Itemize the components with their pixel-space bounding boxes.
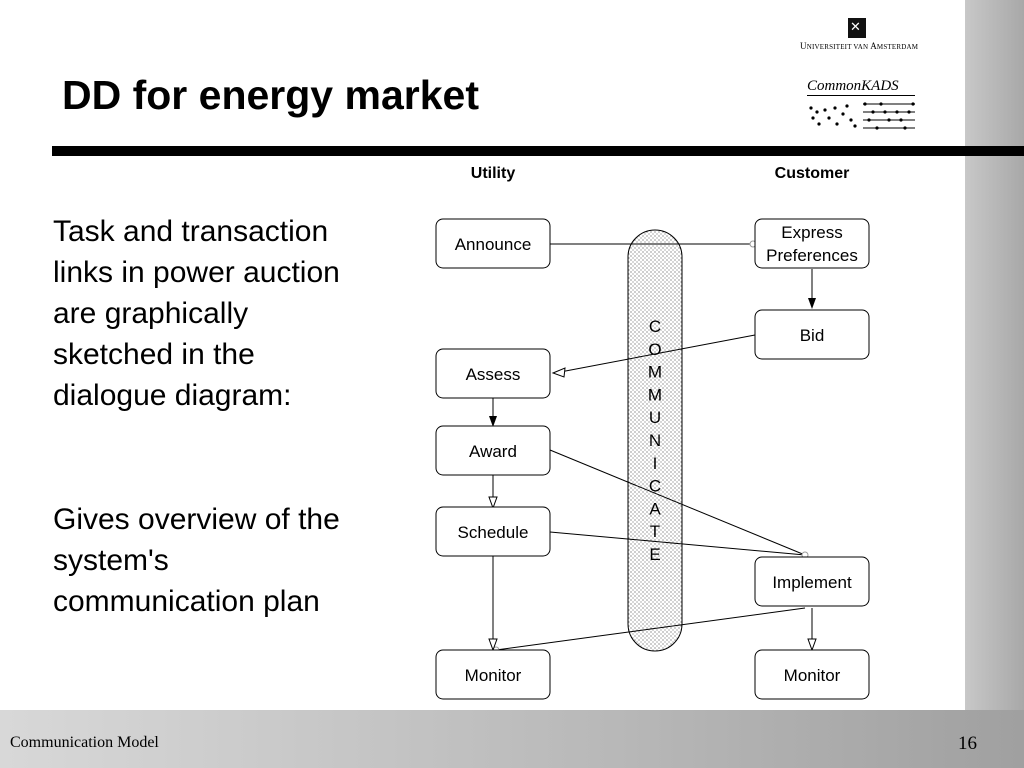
- svg-text:Announce: Announce: [455, 235, 532, 254]
- communicate-letter: T: [650, 522, 660, 541]
- footer-bar: [0, 710, 1024, 768]
- communicate-letter: C: [649, 317, 661, 336]
- svg-text:Monitor: Monitor: [465, 666, 522, 685]
- task-link-arrowhead: [488, 496, 498, 510]
- commonkads-logo: CommonKADS: [805, 78, 920, 134]
- task-node-announce: Announce: [435, 218, 551, 269]
- body-paragraph-1: Task and transaction links in power auct…: [53, 215, 340, 412]
- communicate-letter: M: [648, 363, 662, 382]
- column-header-customer: Customer: [775, 165, 850, 182]
- university-logo: UNIVERSITEIT VAN AMSTERDAM: [800, 18, 919, 54]
- university-name: UNIVERSITEIT VAN AMSTERDAM: [800, 41, 919, 51]
- task-node-express-preferences: Express Preferences: [754, 218, 870, 269]
- communicate-letter: E: [649, 545, 660, 564]
- communicate-letter: I: [653, 454, 658, 473]
- title-divider: [52, 146, 1024, 156]
- svg-text:Award: Award: [469, 442, 517, 461]
- side-decoration-strip: [965, 0, 1024, 768]
- commonkads-graphic-icon: [809, 102, 915, 130]
- communicate-letter: C: [649, 477, 661, 496]
- task-node-monitor-utility: Monitor: [435, 649, 551, 700]
- transaction-arrowhead: [551, 367, 566, 378]
- task-node-schedule: Schedule: [435, 506, 551, 557]
- task-node-monitor-customer: Monitor: [754, 649, 870, 700]
- svg-text:Assess: Assess: [466, 365, 521, 384]
- svg-text:Implement: Implement: [772, 573, 852, 592]
- communicate-letter: O: [648, 340, 661, 359]
- column-header-utility: Utility: [471, 165, 516, 182]
- svg-text:Bid: Bid: [800, 326, 825, 345]
- transaction-award-implement: [549, 449, 806, 556]
- transaction-implement-monitor: [495, 607, 806, 651]
- express-label: Express: [781, 223, 842, 242]
- communicate-letter: U: [649, 408, 661, 427]
- footer-label: Communication Model: [10, 734, 159, 751]
- commonkads-name: CommonKADS: [807, 78, 899, 94]
- task-link-arrowhead: [808, 298, 816, 309]
- page-number: 16: [958, 733, 977, 754]
- task-node-award: Award: [435, 425, 551, 476]
- task-link-arrowhead: [488, 638, 498, 652]
- slide-title: DD for energy market: [62, 72, 479, 118]
- task-node-bid: Bid: [754, 309, 870, 360]
- transaction-schedule-implement: [549, 531, 806, 556]
- commonkads-rule: [807, 95, 915, 96]
- communicate-letter: M: [648, 385, 662, 404]
- body-paragraph-2: Gives overview of the system's communica…: [53, 503, 340, 618]
- transaction-bid-assess: [554, 334, 756, 374]
- task-node-assess: Assess: [435, 348, 551, 399]
- task-node-implement: Implement: [754, 556, 870, 607]
- svg-text:Monitor: Monitor: [784, 666, 841, 685]
- communicate-letter: N: [649, 431, 661, 450]
- communicate-channel: [627, 229, 683, 652]
- communicate-letter: A: [649, 499, 661, 518]
- task-link-arrowhead: [489, 416, 497, 427]
- preferences-label: Preferences: [766, 246, 858, 265]
- task-link-arrowhead: [807, 638, 817, 652]
- university-crest-icon: [848, 18, 866, 38]
- svg-text:Schedule: Schedule: [458, 523, 529, 542]
